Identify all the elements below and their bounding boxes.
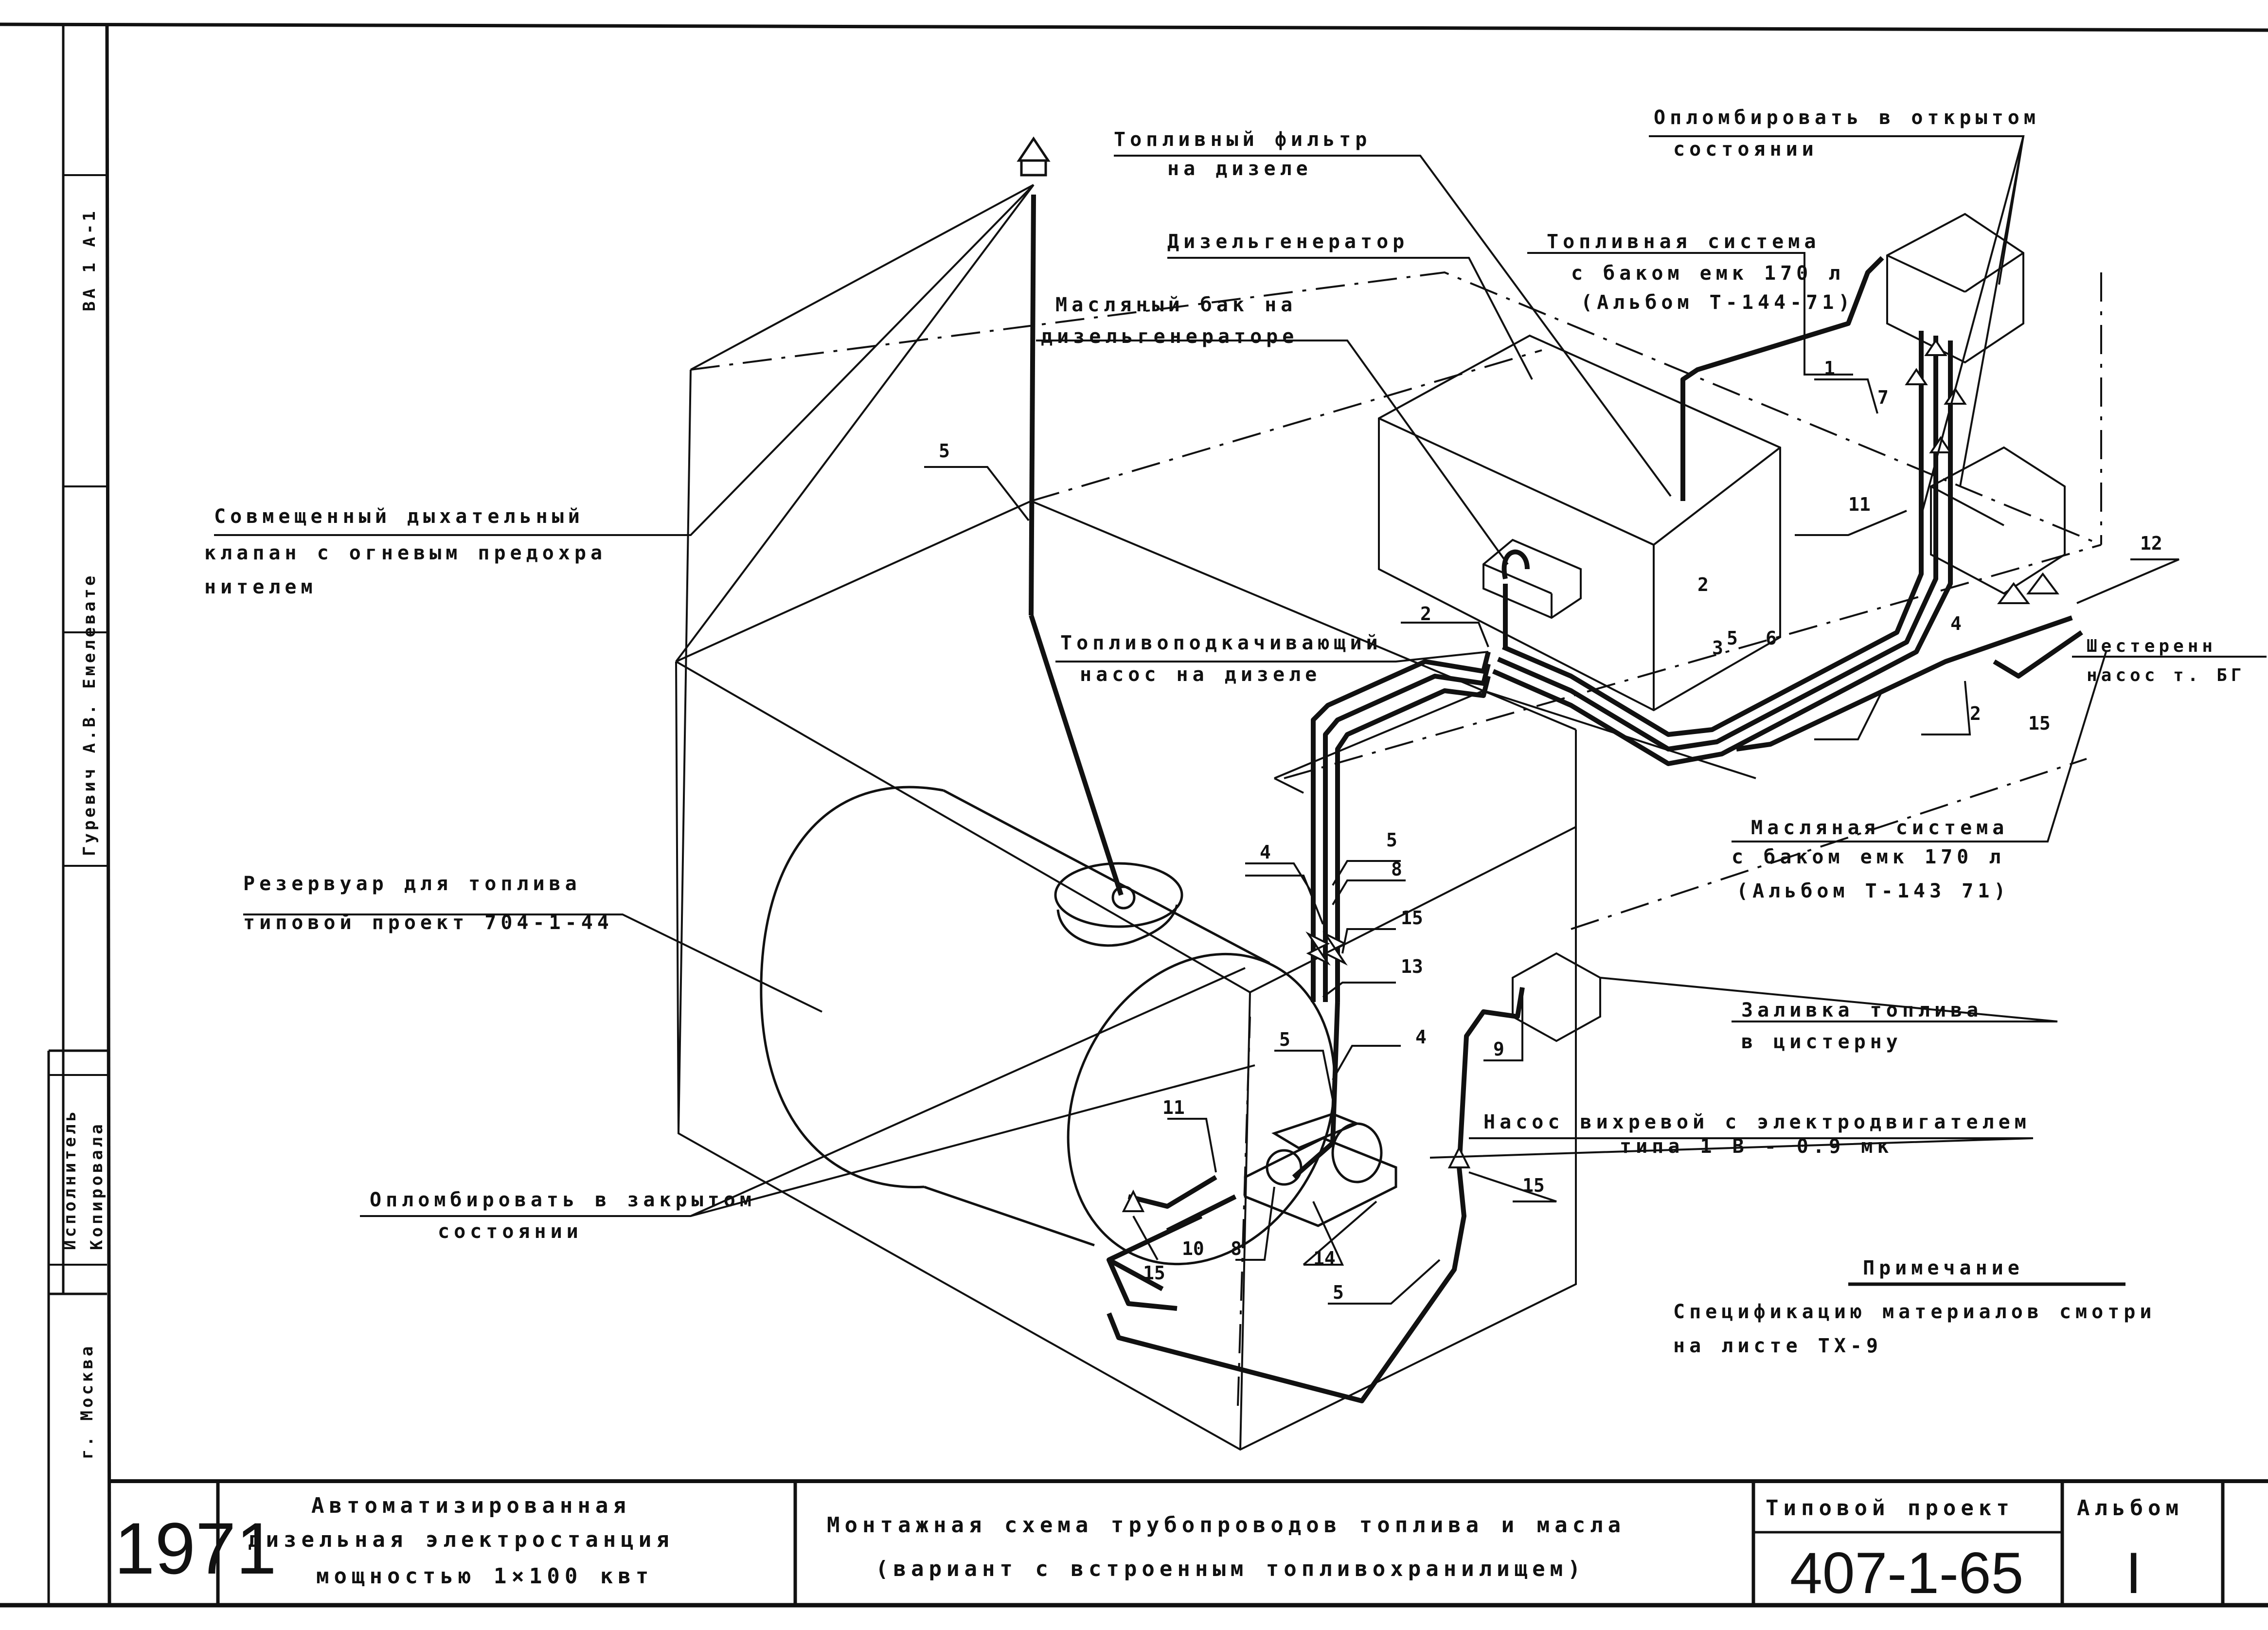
tb-project-name-1: Автоматизированная xyxy=(311,1493,631,1518)
label-oil-tank-2: дизельгенераторе xyxy=(1041,325,1298,348)
side-city: г. Москва xyxy=(77,1343,97,1459)
diesel-generator-box xyxy=(1378,334,1781,712)
label-booster-pump-2: насос на дизеле xyxy=(1080,663,1321,686)
vortex-pump xyxy=(1244,1112,1397,1227)
sheet-frame xyxy=(0,22,2268,1608)
note-line-1: Спецификацию материалов смотри xyxy=(1673,1301,2156,1323)
callout-number: 11 xyxy=(1848,494,1871,515)
callout-number: 2 xyxy=(1697,574,1709,595)
label-vortex-pump-1: Насос вихревой с электродвигателем xyxy=(1483,1111,2031,1133)
label-gear-pump-1: Шестеренн xyxy=(2087,636,2216,656)
label-booster-pump-1: Топливоподкачивающий xyxy=(1060,632,1382,654)
label-fuel-filter-2: на дизеле xyxy=(1167,158,1312,180)
note-title: Примечание xyxy=(1863,1257,2024,1279)
side-strip: г. Москва Исполнитель Копировала Гуревич… xyxy=(60,208,107,1459)
callout-number: 3 xyxy=(1712,637,1723,659)
callout-number: 1 xyxy=(1824,358,1835,379)
label-oil-tank-1: Масляный бак на xyxy=(1055,294,1297,316)
label-reservoir-1: Резервуар для топлива xyxy=(243,873,581,895)
callout-number: 5 xyxy=(1727,627,1738,649)
label-seal-closed-2: состоянии xyxy=(438,1220,583,1243)
callout-number: 2 xyxy=(1420,603,1431,625)
callout-number: 12 xyxy=(2140,533,2162,554)
label-seal-open-1: Опломбировать в открытом xyxy=(1654,107,2040,129)
label-oil-system-1: Масляная система xyxy=(1751,817,2008,839)
valves xyxy=(1122,339,2059,1212)
label-oil-system-3: (Альбом Т-143 71) xyxy=(1736,880,2010,902)
pipelines xyxy=(1029,194,2083,1403)
callout-number: 2 xyxy=(1970,703,1981,724)
tb-sheet-title-2: (вариант с встроенным топливохранилищем) xyxy=(875,1557,1586,1581)
label-breather-3: нителем xyxy=(204,576,317,598)
label-fuel-system-3: (Альбом Т-144-71) xyxy=(1581,291,1854,314)
label-fuel-system-2: с баком емк 170 л xyxy=(1571,262,1844,285)
label-breather-2: клапан с огневым предохра xyxy=(204,542,607,564)
callout-number: 7 xyxy=(1877,387,1889,408)
label-seal-open-2: состоянии xyxy=(1673,138,1818,161)
label-fill-fuel-2: в цистерну xyxy=(1741,1031,1902,1053)
tb-type-label: Типовой проект xyxy=(1766,1496,2014,1521)
tb-album-number: I xyxy=(2125,1540,2142,1606)
callout-number: 4 xyxy=(1415,1026,1427,1048)
callout-number: 5 xyxy=(1279,1029,1290,1050)
label-oil-system-2: с баком емк 170 л xyxy=(1732,846,2005,868)
tb-project-code: 407-1-65 xyxy=(1790,1540,2023,1606)
side-names: Гуревич А.В. Емелевате xyxy=(80,573,99,856)
callout-number: 5 xyxy=(1333,1282,1344,1303)
label-vortex-pump-2: типа 1 В - 0.9 мк xyxy=(1620,1135,1893,1158)
leader-lines xyxy=(214,135,2267,1305)
callout-number: 8 xyxy=(1231,1238,1242,1259)
callout-number: 14 xyxy=(1313,1248,1336,1269)
tb-year: 1971 xyxy=(114,1507,277,1589)
callout-number: 9 xyxy=(1493,1039,1504,1060)
label-reservoir-2: типовой проект 704-1-44 xyxy=(243,912,613,934)
fuel-oil-system-boxes xyxy=(1512,213,2066,1042)
tb-album-label: Альбом xyxy=(2077,1496,2183,1521)
tb-sheet-title-1: Монтажная схема трубопроводов топлива и … xyxy=(827,1513,1625,1538)
side-performer: Исполнитель xyxy=(60,1109,80,1250)
label-fuel-system-1: Топливная система xyxy=(1547,231,1820,253)
label-fuel-filter-1: Топливный фильтр xyxy=(1114,128,1371,151)
callout-number: 4 xyxy=(1260,842,1271,863)
callout-numbers: 1 2 2 2 3 4 4 4 5 5 5 5 5 6 7 8 8 9 10 1… xyxy=(939,358,2162,1303)
side-codes: ВА 1 А-1 xyxy=(80,208,99,311)
callout-number: 8 xyxy=(1391,859,1402,880)
breather-cap-icon xyxy=(1017,136,1051,177)
label-breather-1: Совмещенный дыхательный xyxy=(214,505,584,528)
callout-number: 10 xyxy=(1182,1238,1204,1259)
callout-number: 13 xyxy=(1401,956,1423,977)
label-diesel-generator: Дизельгенератор xyxy=(1167,231,1409,253)
callout-number: 5 xyxy=(1386,829,1397,851)
callout-number: 5 xyxy=(939,440,950,462)
title-block: 1971 Автоматизированная дизельная электр… xyxy=(114,1493,2183,1606)
callout-number: 11 xyxy=(1162,1097,1185,1118)
label-seal-closed-1: Опломбировать в закрытом xyxy=(370,1189,756,1211)
callout-number: 15 xyxy=(1522,1175,1545,1196)
callout-number: 15 xyxy=(1401,907,1423,929)
label-gear-pump-2: насос т. БГ xyxy=(2087,665,2245,685)
callout-number: 15 xyxy=(1143,1262,1165,1284)
tb-project-name-3: мощностью 1×100 квт xyxy=(316,1564,653,1589)
label-fill-fuel-1: Заливка топлива xyxy=(1741,999,1982,1021)
drawing-labels: Топливный фильтр на дизеле Дизельгенерат… xyxy=(204,107,2245,1357)
callout-number: 4 xyxy=(1950,613,1962,634)
callout-number: 15 xyxy=(2028,713,2051,734)
tb-project-name-2: дизельная электростанция xyxy=(248,1527,674,1552)
callout-number: 6 xyxy=(1766,627,1777,649)
fuel-reservoir-cylinder xyxy=(760,786,1336,1266)
side-copy: Копировала xyxy=(87,1121,107,1250)
note-line-2: на листе ТХ-9 xyxy=(1673,1335,1882,1357)
